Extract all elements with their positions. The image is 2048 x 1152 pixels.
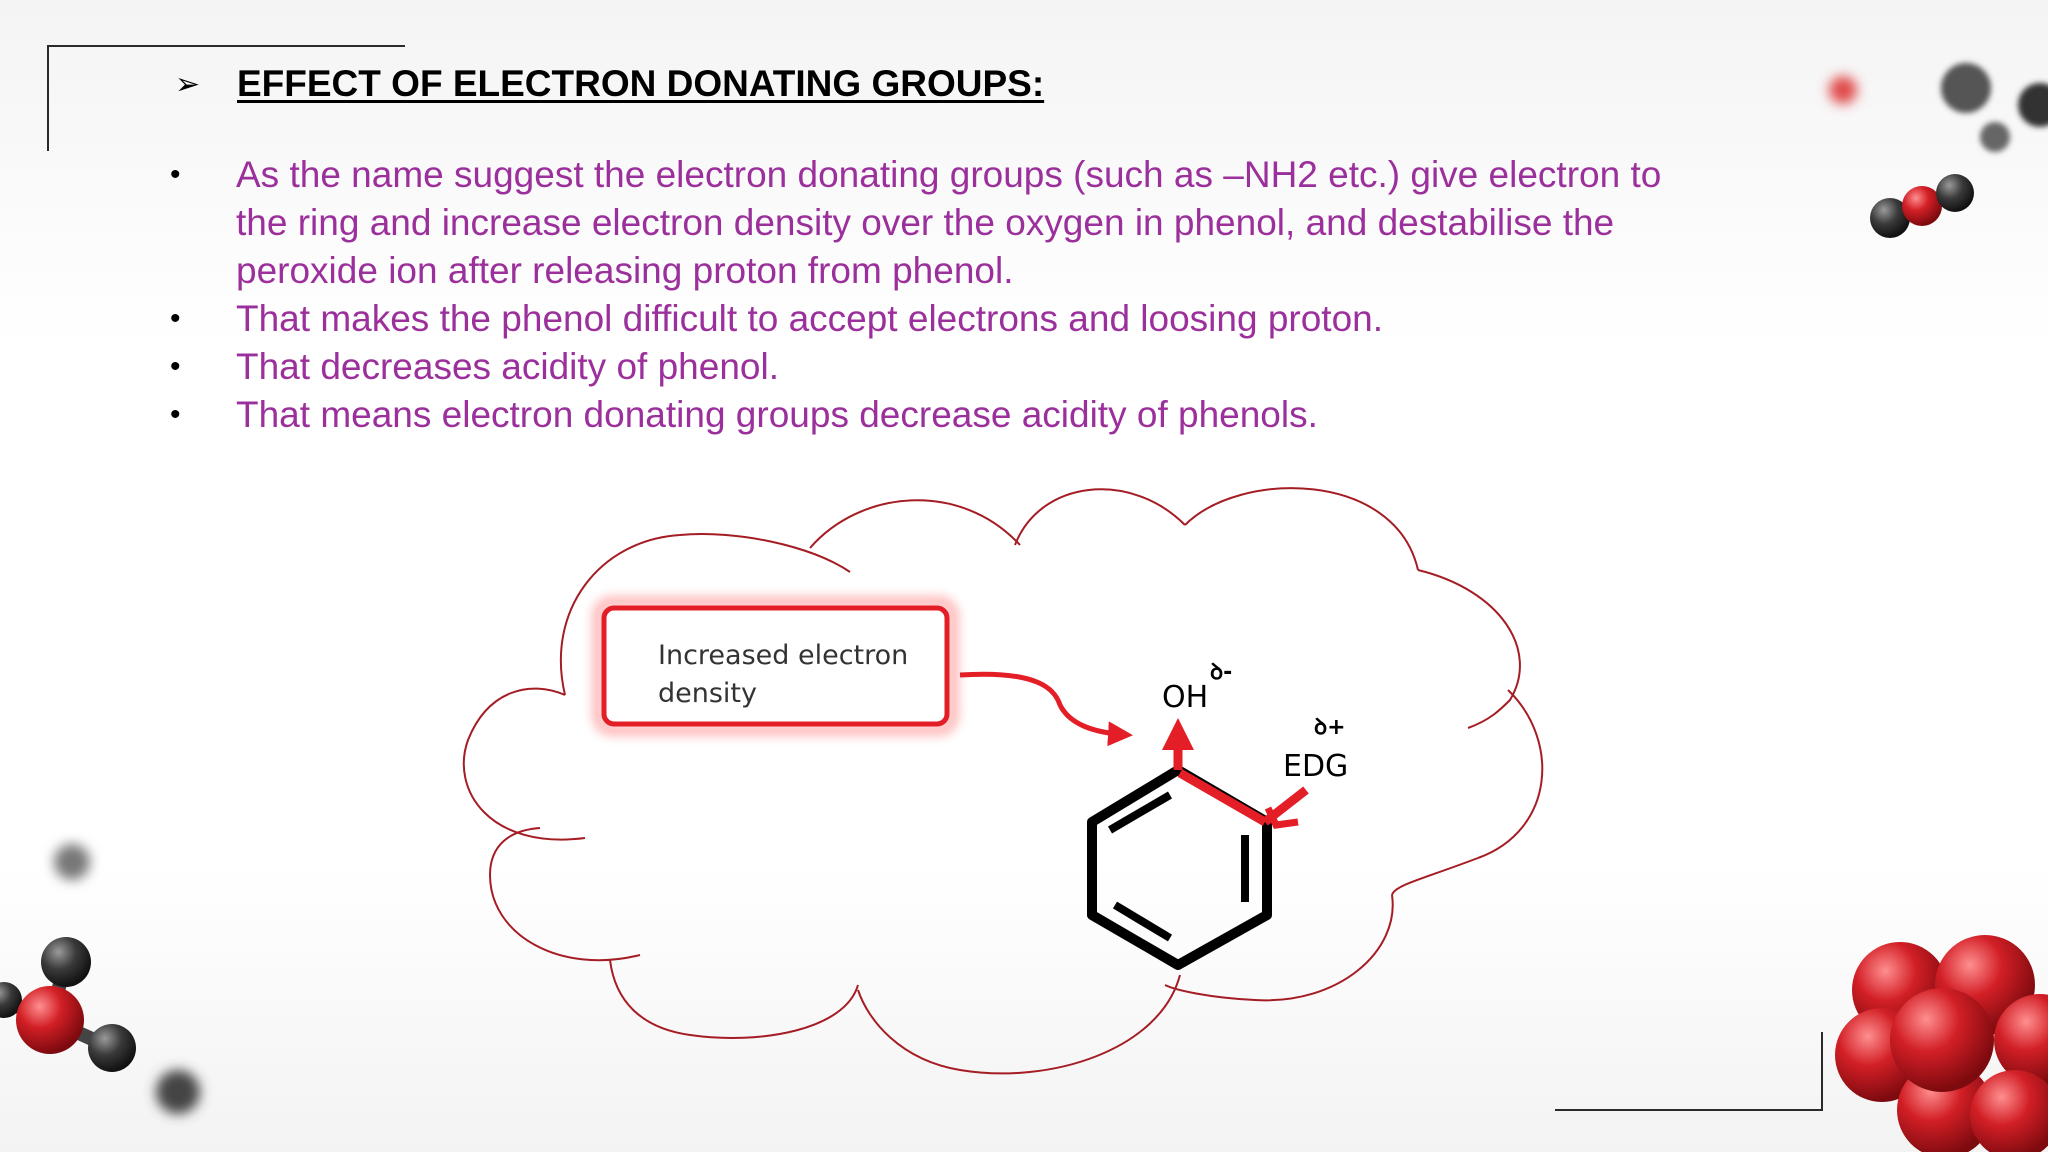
bullet-item: • That makes the phenol difficult to acc… xyxy=(170,295,1690,343)
molecule-cluster-icon-bottom-right xyxy=(1835,935,2048,1152)
heading-row: ➢ EFFECT OF ELECTRON DONATING GROUPS: xyxy=(175,54,1044,114)
bullet-text: That means electron donating groups decr… xyxy=(236,394,1318,435)
molecule-icon-top-right xyxy=(1829,63,2048,238)
label-line-1: Increased electron xyxy=(658,640,908,671)
oh-label: OH xyxy=(1162,680,1208,715)
bullet-dot-icon: • xyxy=(170,302,181,335)
electron-flow-arrows xyxy=(1162,718,1309,829)
oh-charge-label: ꝺ- xyxy=(1210,660,1232,685)
bullet-dot-icon: • xyxy=(170,398,181,431)
bullet-text: That makes the phenol difficult to accep… xyxy=(236,298,1384,339)
bullet-text: That decreases acidity of phenol. xyxy=(236,346,779,387)
thought-cloud xyxy=(462,487,1544,1075)
arrow-bullet-icon: ➢ xyxy=(175,66,201,102)
label-line-2: density xyxy=(658,678,757,709)
edg-charge-label: ꝺ+ xyxy=(1314,715,1346,740)
bullet-item: • As the name suggest the electron donat… xyxy=(170,151,1690,295)
curved-arrow xyxy=(959,671,1133,747)
bullet-list: • As the name suggest the electron donat… xyxy=(170,151,1690,439)
electron-density-label-box: Increased electron density xyxy=(592,596,959,736)
bullet-item: • That means electron donating groups de… xyxy=(170,391,1690,439)
bullet-dot-icon: • xyxy=(170,158,181,191)
bullet-item: • That decreases acidity of phenol. xyxy=(170,343,1690,391)
corner-frame-top-left xyxy=(47,45,405,151)
benzene-ring xyxy=(1087,765,1272,970)
edg-label: EDG xyxy=(1283,749,1348,784)
molecule-icon-bottom-left xyxy=(0,844,200,1114)
bullet-text: As the name suggest the electron donatin… xyxy=(236,154,1662,291)
corner-frame-bottom-right xyxy=(1555,1032,1823,1111)
slide-heading: EFFECT OF ELECTRON DONATING GROUPS: xyxy=(237,63,1045,104)
bullet-dot-icon: • xyxy=(170,350,181,383)
